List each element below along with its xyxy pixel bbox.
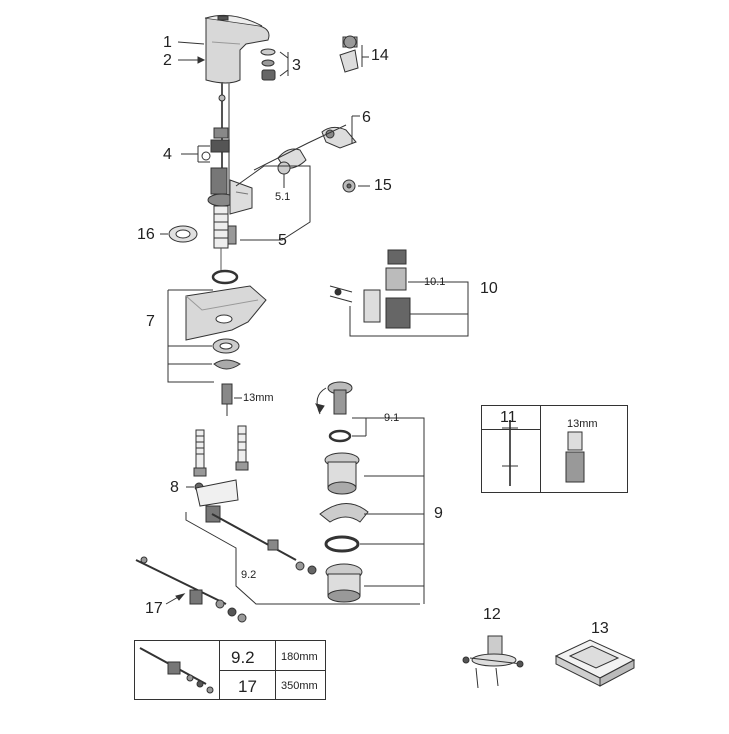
callout-7: 7	[146, 313, 155, 330]
part-4-fitting	[201, 127, 230, 161]
part-7-mounting-set	[185, 269, 267, 370]
bracket-10	[349, 281, 469, 337]
callout-11: 11	[500, 409, 517, 426]
table-row-1-length: 180mm	[281, 651, 318, 663]
callout-2: 2	[163, 52, 172, 69]
callout-12: 12	[483, 606, 501, 623]
callout-13: 13	[591, 620, 609, 637]
callout-3: 3	[292, 57, 301, 74]
leader-3b	[279, 69, 289, 77]
table-rod-illustration	[139, 647, 214, 694]
callout-16: 16	[137, 226, 155, 243]
part-16-seal-ring	[168, 225, 198, 243]
length-table: 9.2 180mm 17 350mm	[134, 640, 326, 700]
part-9-2-pop-up-rod	[195, 479, 317, 575]
bracket-9-2	[185, 512, 420, 605]
callout-5: 5	[278, 232, 287, 249]
table-row-2-part: 17	[238, 677, 257, 696]
label-13mm-stud: 13mm	[243, 392, 274, 404]
callout-15: 15	[374, 177, 392, 194]
part-5-valve	[277, 148, 307, 188]
part-12-bracket	[462, 635, 524, 689]
part-10-battery-box	[329, 249, 411, 329]
callout-9: 9	[434, 505, 443, 522]
part-15-cap	[342, 179, 356, 193]
part-14-filter	[339, 35, 359, 73]
callout-5-1: 5.1	[275, 191, 291, 203]
part-17-pop-up-rod-long	[135, 556, 247, 623]
part-11-divider	[540, 406, 541, 492]
part-6-lever	[321, 126, 357, 149]
part-13-remote-control	[554, 639, 636, 687]
arrow-2	[197, 56, 206, 64]
aerator-set	[260, 48, 276, 81]
callout-14: 14	[371, 47, 389, 64]
faucet-body	[204, 14, 270, 84]
callout-6: 6	[362, 109, 371, 126]
callout-1: 1	[163, 34, 172, 51]
part-11-tools	[502, 420, 585, 486]
callout-9-1: 9.1	[384, 412, 400, 424]
leader-1	[177, 41, 205, 45]
leader-3a	[279, 51, 289, 59]
part-11-box: 11 13mm	[481, 405, 628, 493]
callout-10: 10	[480, 280, 498, 297]
callout-8: 8	[170, 479, 179, 496]
bracket-7	[167, 290, 214, 383]
callout-9-2: 9.2	[241, 569, 257, 581]
callout-10-1: 10.1	[424, 276, 446, 288]
leader-6	[253, 124, 347, 171]
bracket-5	[235, 165, 311, 241]
threaded-stud	[221, 383, 233, 416]
bracket-9	[352, 417, 425, 604]
mounting-stem	[207, 167, 253, 249]
part-9-drain	[315, 381, 369, 603]
callout-4: 4	[163, 146, 172, 163]
table-row-1-part: 9.2	[231, 648, 255, 667]
table-row-2-length: 350mm	[281, 680, 318, 692]
part-8-bolts	[193, 425, 249, 492]
callout-17: 17	[145, 600, 163, 617]
label-13mm-tool: 13mm	[567, 418, 598, 430]
